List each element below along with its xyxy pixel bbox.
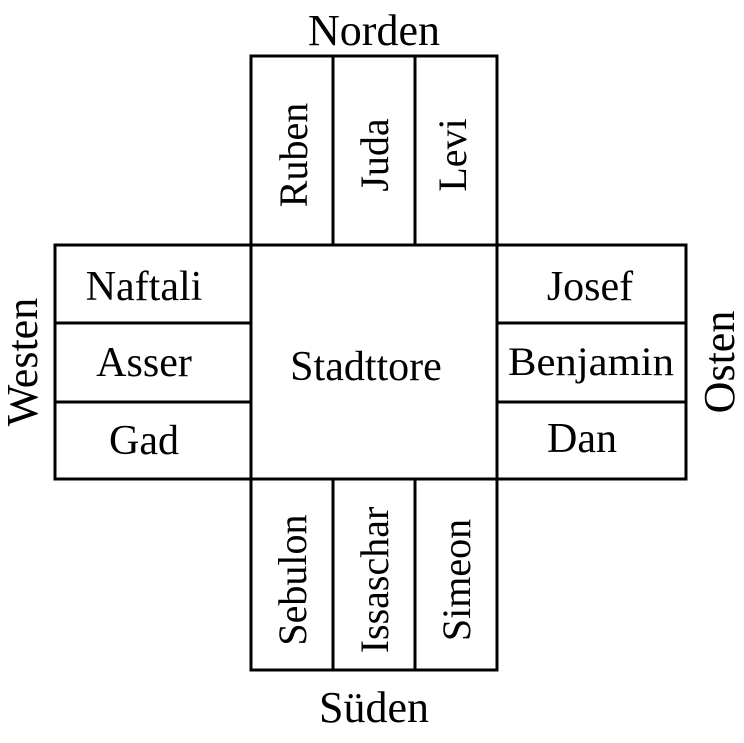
north-gate-label: Juda xyxy=(352,118,397,192)
west-row xyxy=(53,243,253,481)
west-gate-label: Asser xyxy=(96,340,192,386)
east-gate-label: Dan xyxy=(547,416,617,462)
south-cell-2 xyxy=(331,477,417,672)
north-gate-label: Levi xyxy=(430,118,475,191)
east-cell-3 xyxy=(495,400,688,481)
south-cell-1 xyxy=(249,477,335,672)
center-label: Stadttore xyxy=(290,344,442,390)
west-gate-label: Gad xyxy=(109,418,179,464)
west-label: Westen xyxy=(0,298,47,426)
north-cell-1 xyxy=(249,54,335,247)
north-cell-3 xyxy=(413,54,499,247)
south-gate-label: Sebulon xyxy=(270,514,315,645)
west-gate-label: Naftali xyxy=(86,264,203,310)
south-cell-3 xyxy=(413,477,499,672)
south-label: Süden xyxy=(319,683,429,732)
east-cell-2 xyxy=(495,321,688,404)
center-box xyxy=(249,243,499,481)
south-column xyxy=(249,477,499,672)
south-gate-label: Issaschar xyxy=(352,507,397,654)
east-cell-1 xyxy=(495,243,688,325)
north-gate-label: Ruben xyxy=(271,103,316,207)
east-label: Osten xyxy=(695,311,744,414)
east-row xyxy=(495,243,688,481)
west-cell-3 xyxy=(53,400,253,481)
east-gate-label: Josef xyxy=(547,264,633,310)
east-gate-label: Benjamin xyxy=(508,339,674,384)
west-cell-1 xyxy=(53,243,253,325)
north-label: Norden xyxy=(308,6,440,55)
north-column xyxy=(249,54,499,247)
north-cell-2 xyxy=(331,54,417,247)
south-gate-label: Simeon xyxy=(434,519,479,641)
